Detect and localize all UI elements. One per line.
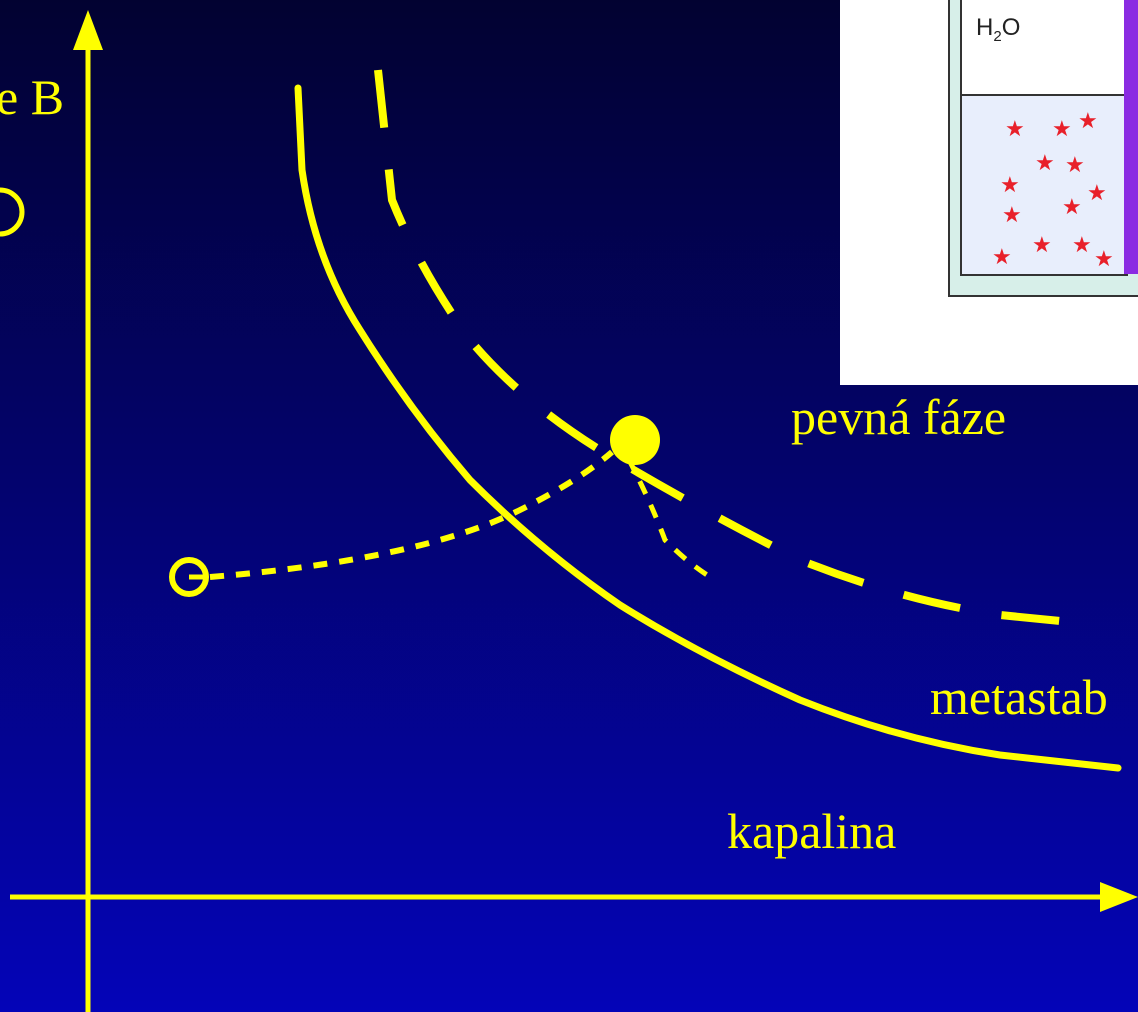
solute-particle-icon: ★ — [1062, 194, 1082, 219]
solute-particle-icon: ★ — [1094, 246, 1114, 271]
solution-compartment — [960, 94, 1128, 276]
x-axis-arrowhead — [1100, 882, 1138, 912]
water-label: H2O — [976, 14, 1021, 45]
solute-particle-icon: ★ — [1005, 116, 1025, 141]
liquid-label: kapalina — [727, 803, 897, 859]
membrane — [1124, 0, 1138, 274]
solubility-curve — [294, 84, 1122, 772]
solute-particle-icon: ★ — [1087, 180, 1107, 205]
nucleation-point — [610, 415, 660, 465]
solute-particle-icon: ★ — [992, 244, 1012, 269]
solute-particle-icon: ★ — [1035, 150, 1055, 175]
solute-particle-icon: ★ — [1078, 108, 1098, 133]
solute-particle-icon: ★ — [1000, 172, 1020, 197]
y-axis-label: e B — [0, 69, 65, 125]
metastable-label: metastab — [930, 669, 1108, 725]
solute-particle-icon: ★ — [1002, 202, 1022, 227]
solution-inset-image: H2O ★ ★ ★ ★ ★ ★ ★ ★ ★ ★ ★ ★ ★ — [840, 0, 1138, 385]
solute-particle-icon: ★ — [1032, 232, 1052, 257]
solute-particle-icon: ★ — [1072, 232, 1092, 257]
partial-circle-marker — [0, 187, 25, 237]
y-axis-arrowhead — [73, 10, 103, 50]
solid-phase-label: pevná fáze — [791, 389, 1007, 445]
solute-particle-icon: ★ — [1065, 152, 1085, 177]
metastable-limit-curve — [374, 69, 1101, 629]
process-path-return — [625, 456, 714, 581]
solute-particle-icon: ★ — [1052, 116, 1072, 141]
